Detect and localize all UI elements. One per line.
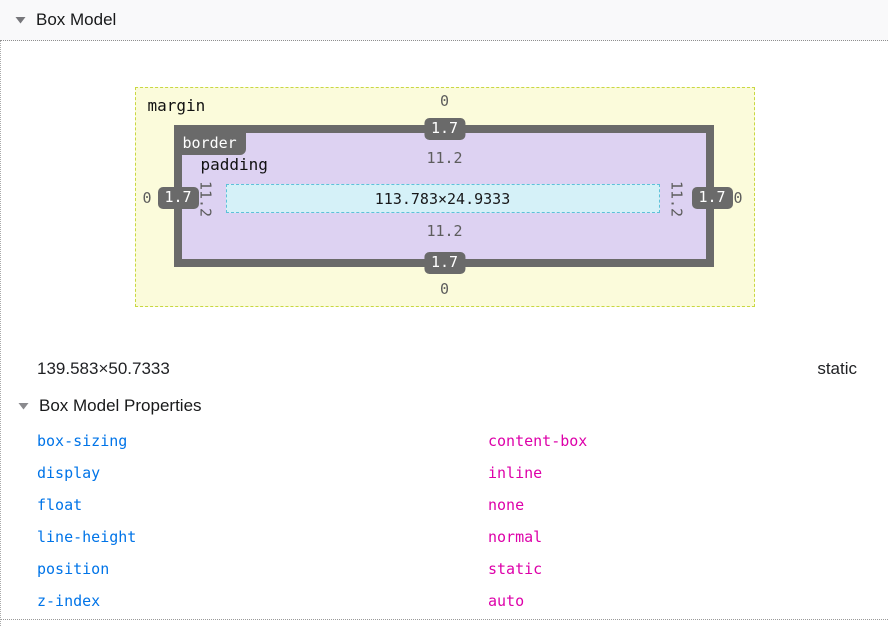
- margin-right-value[interactable]: 0: [733, 189, 743, 207]
- element-summary: 139.583×50.7333 static: [1, 358, 888, 380]
- property-value: normal: [488, 528, 543, 546]
- property-row: line-height normal: [1, 521, 888, 553]
- border-left-value[interactable]: 1.7: [157, 187, 199, 209]
- padding-label: padding: [200, 155, 268, 174]
- property-name: z-index: [37, 592, 101, 610]
- collapse-arrow-icon[interactable]: [17, 401, 30, 411]
- property-value: static: [488, 560, 543, 578]
- margin-top-value[interactable]: 0: [439, 92, 450, 110]
- border-top-value[interactable]: 1.7: [423, 118, 466, 140]
- property-name: position: [37, 560, 110, 578]
- properties-list: box-sizing content-box display inline fl…: [1, 425, 888, 620]
- box-model-properties-header[interactable]: Box Model Properties: [1, 396, 888, 416]
- box-model-diagram: 113.783×24.9333 margin border padding 0 …: [134, 87, 755, 307]
- content-size-label[interactable]: 113.783×24.9333: [374, 189, 511, 208]
- border-label: border: [173, 133, 246, 155]
- border-right-value[interactable]: 1.7: [691, 187, 733, 209]
- section-title: Box Model: [36, 10, 117, 29]
- element-position: static: [817, 359, 857, 378]
- collapse-arrow-icon[interactable]: [14, 15, 27, 25]
- property-value: inline: [488, 464, 543, 482]
- box-model-section-header[interactable]: Box Model: [0, 0, 888, 41]
- margin-label: margin: [147, 96, 206, 115]
- element-size: 139.583×50.7333: [37, 359, 170, 378]
- property-name: box-sizing: [37, 432, 128, 450]
- property-name: display: [37, 464, 101, 482]
- property-row: box-sizing content-box: [1, 425, 888, 457]
- property-row: position static: [1, 553, 888, 585]
- border-bottom-value[interactable]: 1.7: [423, 252, 466, 274]
- property-row: display inline: [1, 457, 888, 489]
- padding-bottom-value[interactable]: 11.2: [426, 222, 463, 240]
- margin-bottom-value[interactable]: 0: [439, 280, 450, 298]
- box-model-content: 113.783×24.9333 margin border padding 0 …: [0, 41, 888, 626]
- content-region[interactable]: 113.783×24.9333: [225, 184, 660, 213]
- padding-left-value[interactable]: 11.2: [196, 180, 215, 218]
- properties-title: Box Model Properties: [39, 396, 202, 415]
- property-row: z-index auto: [1, 585, 888, 617]
- property-name: line-height: [37, 528, 137, 546]
- property-row: float none: [1, 489, 888, 521]
- padding-right-value[interactable]: 11.2: [667, 180, 686, 218]
- property-value: none: [488, 496, 525, 514]
- property-name: float: [37, 496, 83, 514]
- padding-top-value[interactable]: 11.2: [426, 149, 463, 167]
- property-value: content-box: [488, 432, 588, 450]
- margin-left-value[interactable]: 0: [142, 189, 152, 207]
- property-value: auto: [488, 592, 525, 610]
